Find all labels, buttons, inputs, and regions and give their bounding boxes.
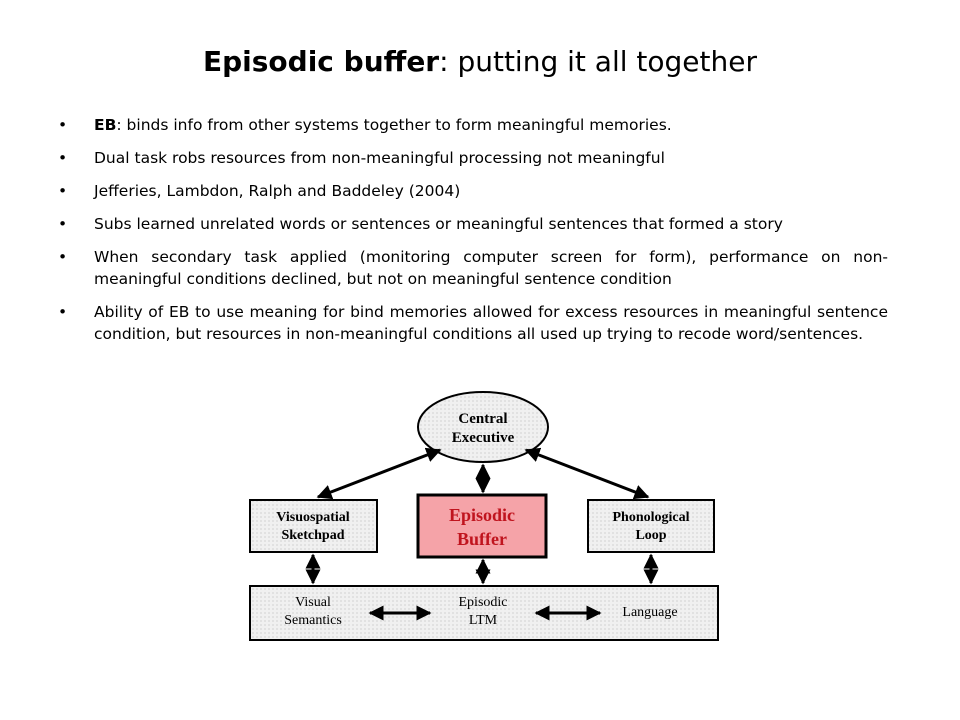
title-rest: : putting it all together [439, 45, 757, 78]
phonological-loop-node: Phonological Loop [587, 499, 715, 553]
visuospatial-label-2: Sketchpad [281, 528, 344, 543]
language-label: Language [622, 605, 677, 620]
central-executive-node: Central Executive [417, 391, 549, 463]
bullet-item: When secondary task applied (monitoring … [58, 246, 888, 290]
visuospatial-node: Visuospatial Sketchpad [249, 499, 378, 553]
arrow-ce-visuospatial [316, 447, 442, 500]
bullet-item: Subs learned unrelated words or sentence… [58, 213, 888, 235]
central-executive-label-1: Central [458, 411, 507, 427]
bullet-text: Subs learned unrelated words or sentence… [94, 215, 783, 233]
bullet-item: Jefferies, Lambdon, Ralph and Baddeley (… [58, 180, 888, 202]
ltm-bar: Visual Semantics Episodic LTM Language [249, 585, 719, 641]
bullet-text: When secondary task applied (monitoring … [94, 248, 888, 288]
arrow-ce-phonological [524, 447, 650, 500]
visuospatial-label-1: Visuospatial [276, 510, 350, 525]
phonological-label-1: Phonological [612, 510, 689, 525]
episodic-ltm-label-2: LTM [469, 613, 498, 628]
bullet-list: EB: binds info from other systems togeth… [58, 114, 888, 356]
bullet-item: Dual task robs resources from non-meanin… [58, 147, 888, 169]
bullet-text: Dual task robs resources from non-meanin… [94, 149, 665, 167]
diagram-arrows [305, 447, 659, 621]
bullet-text: Jefferies, Lambdon, Ralph and Baddeley (… [94, 182, 461, 200]
bullet-text: Ability of EB to use meaning for bind me… [94, 303, 888, 343]
episodic-buffer-node: Episodic Buffer [416, 493, 548, 559]
title-bold: Episodic buffer [203, 45, 440, 78]
episodic-buffer-label-1: Episodic [449, 505, 515, 525]
bullet-text: : binds info from other systems together… [116, 116, 672, 134]
slide-title: Episodic buffer: putting it all together [0, 42, 960, 82]
bullet-bold: EB [94, 116, 117, 134]
bullet-item: Ability of EB to use meaning for bind me… [58, 301, 888, 345]
central-executive-label-2: Executive [452, 430, 515, 446]
visual-semantics-label-1: Visual [295, 595, 331, 610]
phonological-label-2: Loop [635, 528, 666, 543]
visual-semantics-label-2: Semantics [284, 613, 342, 628]
episodic-buffer-label-2: Buffer [457, 529, 507, 549]
bullet-item: EB: binds info from other systems togeth… [58, 114, 888, 136]
episodic-ltm-label-1: Episodic [459, 595, 508, 610]
